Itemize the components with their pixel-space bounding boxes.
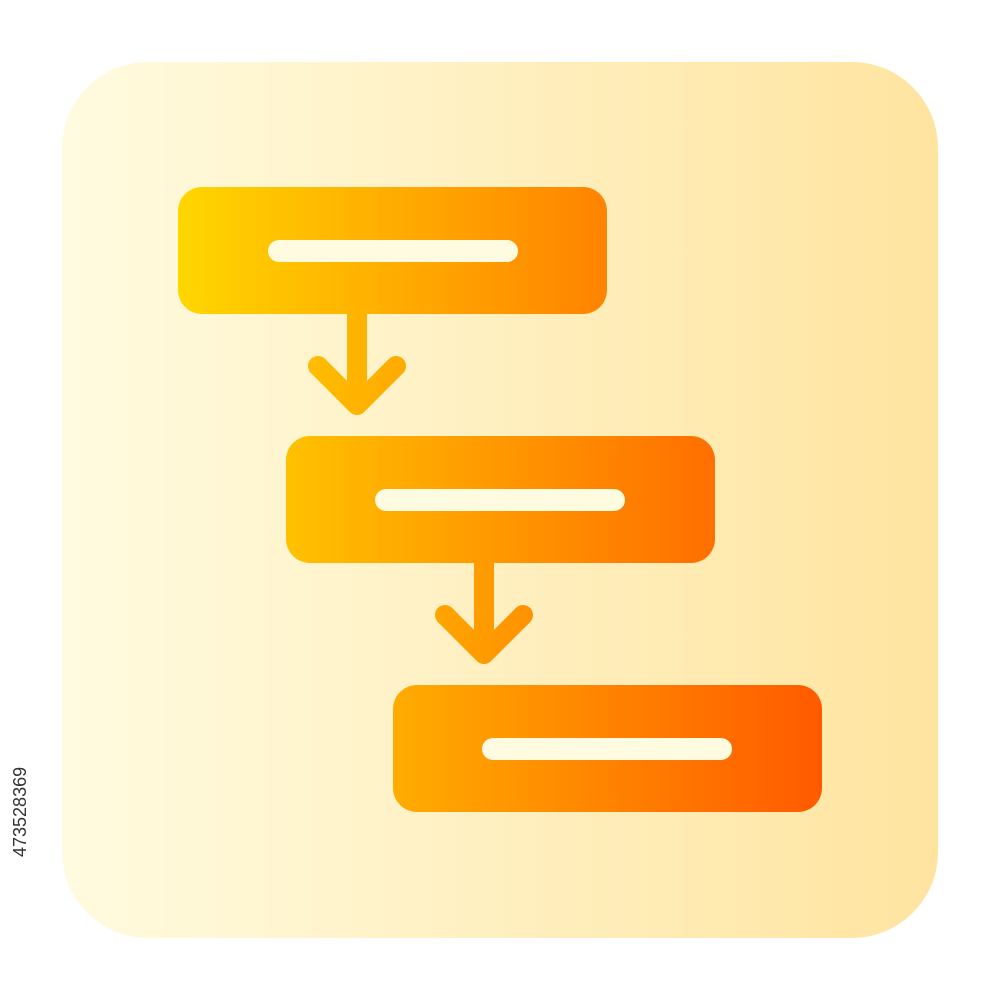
flow-step-3	[393, 685, 822, 812]
flow-box-label-bar	[375, 489, 625, 511]
arrow-down-icon	[308, 304, 406, 415]
flow-box-label-bar	[268, 240, 518, 262]
stock-id-label: 473528369	[10, 766, 30, 858]
arrow-down-icon	[435, 553, 533, 664]
flow-step-2	[286, 436, 715, 563]
flow-box-label-bar	[482, 738, 732, 760]
flow-step-1	[178, 187, 607, 314]
